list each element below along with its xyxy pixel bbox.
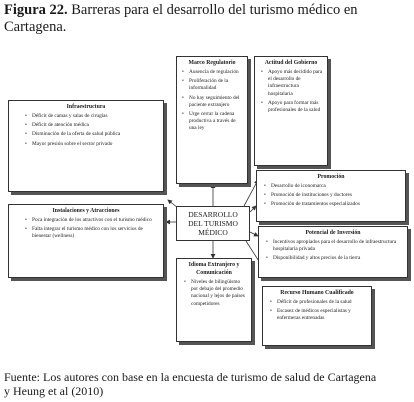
box-title: Idioma Extranjero y Comunicación [182, 261, 246, 277]
list-item: Apoyo para formar más profesionales de l… [261, 100, 323, 114]
list-item: Déficit de atención médica [25, 122, 158, 129]
list-item: Incentivos apropiados para el desarrollo… [266, 239, 402, 253]
center-line2: DEL TURISMO [188, 219, 238, 228]
box-title: Marco Regulatorio [188, 60, 236, 66]
list-item: Déficit de profesionales de la salud [270, 299, 366, 306]
list-item: Déficit de camas y salas de cirugías [25, 113, 158, 120]
box-title-line1: Idioma Extranjero y [188, 262, 240, 268]
box-title-line2: Comunicación [196, 270, 232, 276]
list-item: Ausencia de regulación [182, 69, 244, 76]
arrow-to-promocion [249, 205, 257, 213]
list-item: Disminución de la oferta de salud públic… [25, 131, 158, 138]
list-item: Apoyo más decidido para el desarrollo de… [261, 69, 323, 98]
list-item: Desarrollo de iconomarca [264, 183, 400, 190]
box-title: Infraestructura [66, 104, 106, 110]
source-line1: Fuente: Los autores con base en la encue… [4, 370, 377, 384]
list-item: Mayor presión sobre el sector privado [25, 141, 158, 148]
list-item: Poca integración de los atractivos con e… [25, 217, 158, 224]
box-title: Promoción [317, 174, 345, 180]
figure-caption: Figura 22. Barreras para el desarrollo d… [4, 2, 412, 36]
box-recurso-humano: Recurso Humano Cualificado Déficit de pr… [262, 286, 372, 346]
list-item: Niveles de bilingüismo por debajo del pr… [184, 279, 246, 308]
arrow-to-actitud [243, 179, 259, 207]
source-line2: y Heung et al (2010) [4, 384, 104, 398]
figure-title-line2: Cartagena. [4, 19, 67, 35]
box-potencial-inversion: Potencial de Inversión Incentivos apropi… [258, 226, 408, 278]
figure-source: Fuente: Los autores con base en la encue… [4, 370, 412, 398]
box-title: Actitud del Gobierno [264, 60, 318, 66]
figure-title-line1: Barreras para el desarrollo del turismo … [71, 2, 358, 18]
list-item: Promoción de instituciones y doctores [264, 192, 400, 199]
list-item: Promoción de tratamientos especializados [264, 201, 400, 208]
center-line1: DESARROLLO [188, 210, 238, 219]
list-item: Proliferación de la informalidad [182, 78, 244, 92]
box-promocion: Promoción Desarrollo de iconomarca Promo… [256, 170, 406, 222]
box-instalaciones-atracciones: Instalaciones y Atracciones Poca integra… [8, 204, 164, 278]
arrow-to-inversion [249, 231, 259, 237]
list-item: No hay seguimiento del paciente extranje… [182, 95, 244, 109]
box-title: Potencial de Inversión [305, 230, 361, 236]
box-actitud-gobierno: Actitud del Gobierno Apoyo más decidido … [254, 56, 328, 166]
list-item: Urge cerrar la cadena productiva a travé… [182, 111, 244, 133]
list-item: Falta integrar el turismo médico con los… [25, 226, 158, 240]
box-idioma-comunicacion: Idioma Extranjero y Comunicación Niveles… [176, 258, 252, 342]
center-line3: MÉDICO [198, 228, 228, 237]
center-desarrollo-turismo-medico: DESARROLLO DEL TURISMO MÉDICO [176, 206, 250, 241]
list-item: Escasez de médicos especialistas y enfer… [270, 308, 366, 322]
box-title: Recurso Humano Cualificado [280, 290, 354, 296]
box-infraestructura: Infraestructura Déficit de camas y salas… [8, 100, 164, 192]
figure-label: Figura 22. [4, 2, 68, 18]
list-item: Disponibilidad y altos precios de la tie… [266, 255, 402, 262]
box-marco-regulatorio: Marco Regulatorio Ausencia de regulación… [176, 56, 248, 184]
box-title: Instalaciones y Atracciones [52, 208, 120, 214]
